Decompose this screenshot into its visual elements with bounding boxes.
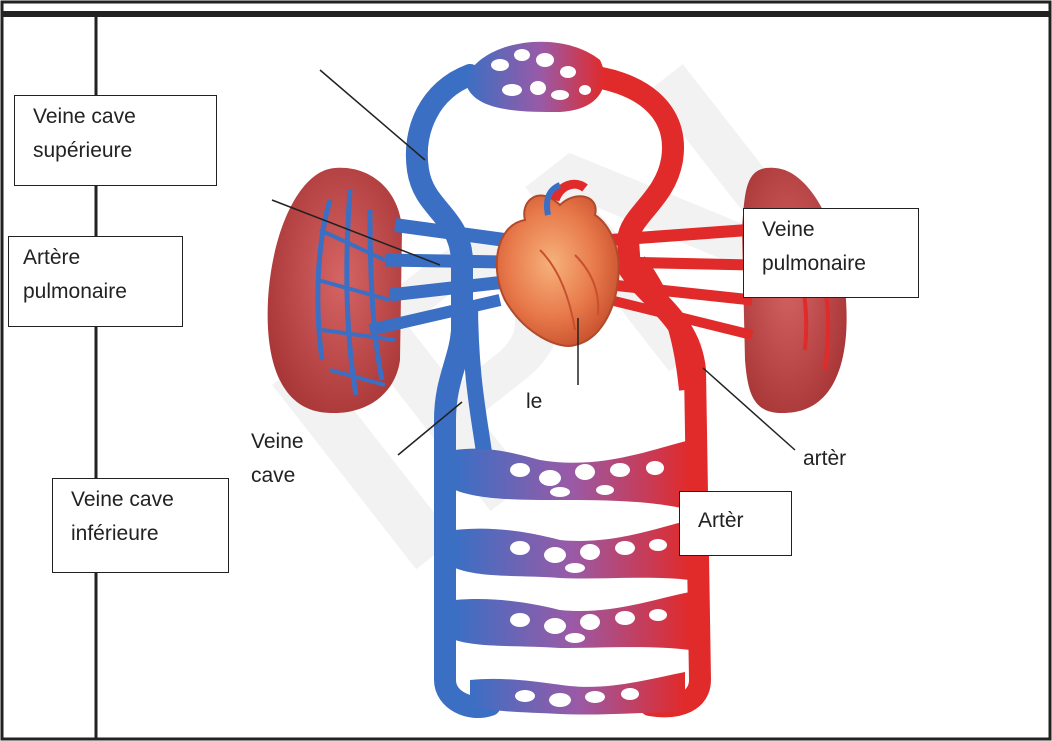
label-le: le [526,385,542,419]
label-artere-pulmonaire: Artère pulmonaire [8,236,183,327]
label-veine-cave-superieure: Veine cave supérieure [14,95,217,186]
label-veine-cave-inferieure: Veine cave inférieure [52,478,229,573]
label-arter-box: Artèr [679,491,792,556]
leader-line-veine-cave-superieure [320,70,425,160]
head-capillary-network [465,42,604,112]
body-capillary-network-3 [455,592,690,650]
label-arter-line: artèr [803,442,846,476]
left-lung [268,168,402,413]
label-veine-pulmonaire: Veine pulmonaire [743,208,919,298]
body-capillary-network-4 [470,672,685,715]
label-veine-cave: Veine cave [251,425,304,493]
